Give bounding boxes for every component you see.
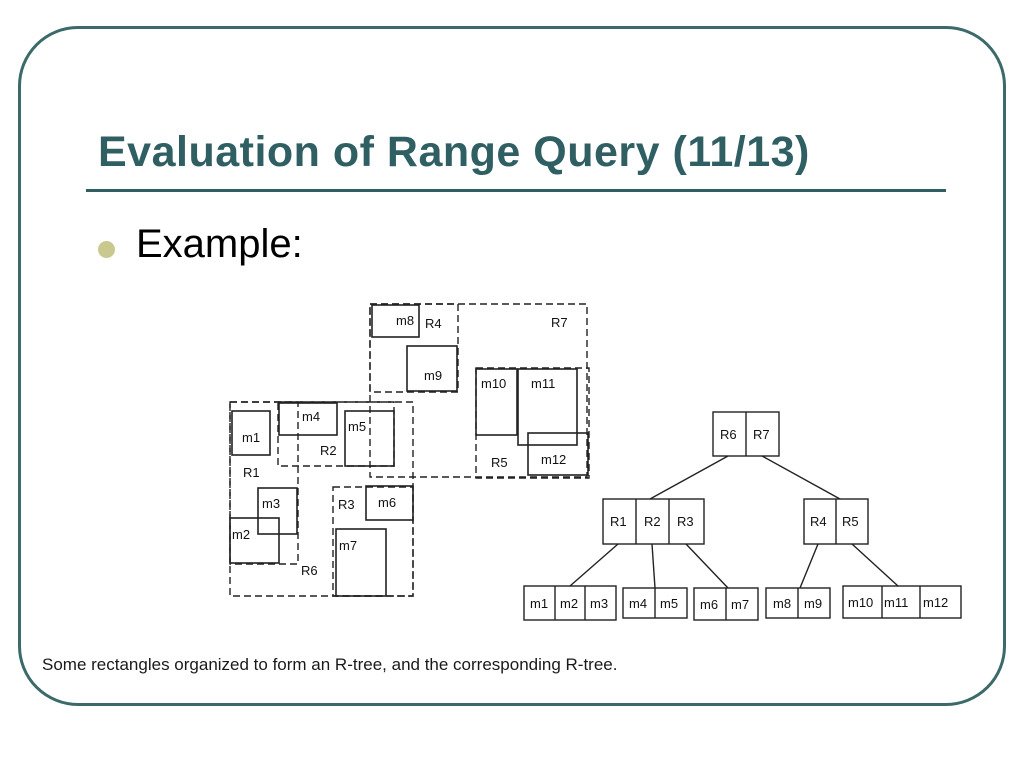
rect-m4 xyxy=(278,402,338,436)
label-R2: R2 xyxy=(320,443,337,458)
figure-caption: Some rectangles organized to form an R-t… xyxy=(42,655,618,674)
node-R6 xyxy=(602,498,705,545)
label-R4: R4 xyxy=(425,316,442,331)
rect-m9 xyxy=(406,345,458,392)
rect-m12 xyxy=(527,432,589,476)
label-m5: m5 xyxy=(348,419,366,434)
tree-label-R7: R7 xyxy=(753,427,770,442)
label-R5: R5 xyxy=(491,455,508,470)
tree-label-m6: m6 xyxy=(700,597,718,612)
rect-m2 xyxy=(229,517,280,564)
label-m9: m9 xyxy=(424,368,442,383)
label-m11: m11 xyxy=(531,376,555,391)
label-m1: m1 xyxy=(242,430,260,445)
edge-R7-node xyxy=(761,455,841,500)
rect-m5 xyxy=(344,410,395,467)
edge-R5-leaf xyxy=(851,543,899,587)
region-R4 xyxy=(369,303,459,393)
edge-R6-node xyxy=(649,455,729,500)
label-m2: m2 xyxy=(232,527,250,542)
region-R1 xyxy=(229,401,299,565)
rect-m7 xyxy=(335,528,387,597)
label-R6: R6 xyxy=(301,563,318,578)
leaf-R5 xyxy=(842,585,962,619)
label-m7: m7 xyxy=(339,538,357,553)
rect-m11 xyxy=(517,368,578,446)
tree-label-R6: R6 xyxy=(720,427,737,442)
tree-label-m10: m10 xyxy=(848,595,873,610)
label-R3: R3 xyxy=(338,497,355,512)
region-R3 xyxy=(332,486,414,597)
edge-R3-leaf xyxy=(685,543,729,589)
tree-label-R3: R3 xyxy=(677,514,694,529)
label-m12: m12 xyxy=(541,452,566,467)
slide-frame xyxy=(18,26,1006,706)
bullet-dot-icon xyxy=(98,241,115,258)
label-R7: R7 xyxy=(551,315,568,330)
rect-m8 xyxy=(371,304,420,338)
tree-label-m8: m8 xyxy=(773,596,791,611)
rect-m6 xyxy=(365,485,414,521)
slide-title: Evaluation of Range Query (11/13) xyxy=(98,128,810,176)
rect-m1 xyxy=(231,410,271,456)
tree-label-m2: m2 xyxy=(560,596,578,611)
tree-label-m4: m4 xyxy=(629,596,647,611)
tree-label-m7: m7 xyxy=(731,597,749,612)
edge-R1-leaf xyxy=(569,543,619,587)
rect-m10 xyxy=(475,368,518,436)
bullet-text: Example: xyxy=(136,222,303,266)
tree-label-m9: m9 xyxy=(804,596,822,611)
tree-label-m12: m12 xyxy=(923,595,948,610)
tree-label-m11: m11 xyxy=(884,595,908,610)
label-m4: m4 xyxy=(302,409,320,424)
tree-label-m3: m3 xyxy=(590,596,608,611)
rect-m3 xyxy=(257,487,298,535)
tree-label-R4: R4 xyxy=(810,514,827,529)
tree-label-R1: R1 xyxy=(610,514,627,529)
tree-label-m5: m5 xyxy=(660,596,678,611)
tree-label-R2: R2 xyxy=(644,514,661,529)
label-m8: m8 xyxy=(396,313,414,328)
label-m6: m6 xyxy=(378,495,396,510)
tree-label-m1: m1 xyxy=(530,596,548,611)
label-m3: m3 xyxy=(262,496,280,511)
label-m10: m10 xyxy=(481,376,506,391)
edge-R2-leaf xyxy=(651,543,656,589)
leaf-R1 xyxy=(523,585,617,621)
label-R1: R1 xyxy=(243,465,260,480)
edge-R4-leaf xyxy=(799,543,819,589)
title-underline xyxy=(86,189,946,192)
tree-label-R5: R5 xyxy=(842,514,859,529)
